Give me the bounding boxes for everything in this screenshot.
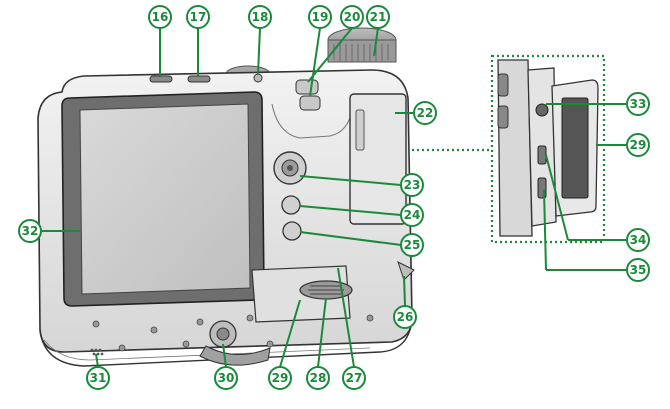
callout-label: 20 (344, 10, 361, 24)
callout-label: 17 (190, 10, 207, 24)
q-button (281, 195, 301, 215)
callout-label: 18 (252, 10, 269, 24)
callout-25: 25 (400, 233, 424, 257)
callout-label: 22 (417, 106, 434, 120)
callout-label: 24 (404, 208, 421, 222)
callout-label: 25 (404, 238, 421, 252)
usb-port (537, 145, 547, 165)
leader-lines (42, 27, 626, 368)
mic-remote-port (535, 103, 549, 117)
callout-20: 20 (340, 5, 364, 29)
callout-label: 16 (152, 10, 169, 24)
callout-label: 21 (370, 10, 387, 24)
drive-button (187, 75, 211, 83)
callout-label: 28 (310, 371, 327, 385)
callout-label: 33 (630, 97, 647, 111)
callout-label: 30 (218, 371, 235, 385)
callout-19: 19 (308, 5, 332, 29)
callout-30: 30 (214, 366, 238, 390)
callout-label: 34 (630, 233, 647, 247)
callout-26: 26 (393, 305, 417, 329)
callout-16: 16 (148, 5, 172, 29)
callout-label: 26 (397, 310, 414, 324)
callout-22: 22 (413, 101, 437, 125)
callout-35: 35 (626, 258, 650, 282)
callout-label: 27 (346, 371, 363, 385)
callout-label: 31 (90, 371, 107, 385)
callout-label: 23 (404, 178, 421, 192)
callout-21: 21 (366, 5, 390, 29)
connector-detail-inset (412, 54, 606, 244)
triangle-eyelet (397, 261, 415, 281)
callout-label: 32 (22, 224, 39, 238)
callout-34: 34 (626, 228, 650, 252)
callout-31: 31 (86, 366, 110, 390)
callout-label: 35 (630, 263, 647, 277)
inset-frame (490, 54, 606, 244)
afl-button (299, 95, 321, 111)
callout-label: 29 (630, 138, 647, 152)
strap-eyelet (253, 73, 263, 83)
callout-17: 17 (186, 5, 210, 29)
playback-button (149, 75, 173, 83)
callout-label: 19 (312, 10, 329, 24)
lens-barrel (199, 345, 271, 366)
ael-button (295, 79, 319, 95)
speaker (90, 348, 104, 356)
callout-18: 18 (248, 5, 272, 29)
disp-back-button (282, 221, 302, 241)
callout-32: 32 (18, 219, 42, 243)
callout-33: 33 (626, 92, 650, 116)
callout-29-inset: 29 (626, 133, 650, 157)
callout-29: 29 (268, 366, 292, 390)
callout-28: 28 (306, 366, 330, 390)
callout-23: 23 (400, 173, 424, 197)
camera-body (37, 27, 415, 367)
callout-24: 24 (400, 203, 424, 227)
callout-27: 27 (342, 366, 366, 390)
callout-label: 29 (272, 371, 289, 385)
